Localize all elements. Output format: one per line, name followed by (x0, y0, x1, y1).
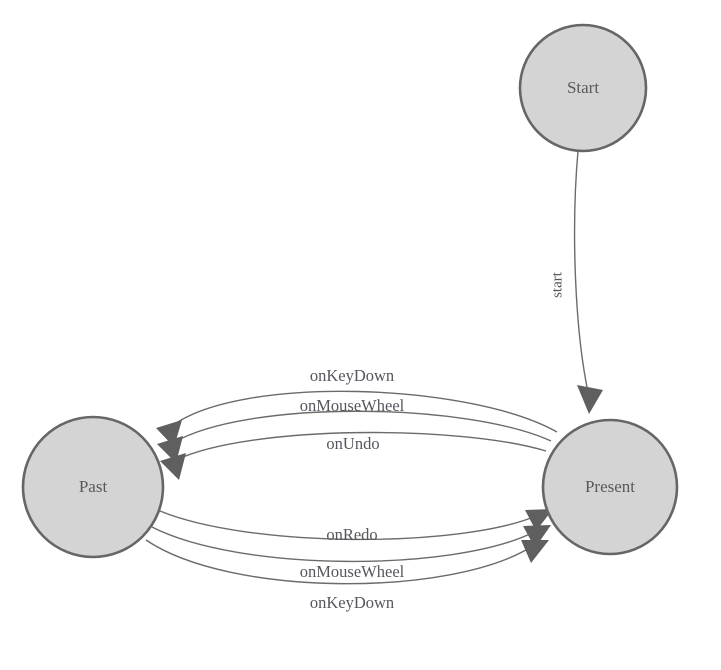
edge-past-present-3-path (145, 539, 532, 585)
node-present-circle[interactable] (541, 418, 679, 556)
edge-past-present-1-arrowhead (525, 509, 553, 531)
edge-past-present-1-path (159, 510, 537, 541)
edge-start-arrowhead (577, 385, 603, 414)
node-past-circle[interactable] (21, 415, 165, 559)
edge-past-present-3-arrowhead (521, 540, 549, 563)
edge-past-present-3-label: onKeyDown (310, 593, 394, 612)
edge-past-present-onmousewheel[interactable]: onMouseWheel (151, 525, 551, 581)
edge-present-past-onundo[interactable]: onUndo (160, 431, 547, 480)
edge-start[interactable]: start (549, 150, 603, 414)
edge-past-present-onredo[interactable]: onRedo (159, 509, 553, 544)
edge-start-label: start (549, 271, 565, 298)
edge-present-past-2-label: onMouseWheel (300, 396, 405, 415)
edge-present-past-3-arrowhead (160, 453, 186, 480)
edge-present-past-3-label: onUndo (326, 434, 379, 453)
edge-past-present-2-label: onMouseWheel (300, 562, 405, 581)
node-past[interactable]: Past (21, 415, 165, 559)
edge-present-past-1-label: onKeyDown (310, 366, 394, 385)
edge-past-present-2-path (151, 526, 535, 563)
edge-start-path (573, 150, 589, 393)
edge-present-past-1-path (171, 390, 558, 433)
edge-past-present-1-label: onRedo (326, 525, 377, 544)
edge-past-present-onkeydown[interactable]: onKeyDown (145, 539, 549, 612)
edge-present-past-2-path (172, 410, 552, 444)
node-present[interactable]: Present (541, 418, 679, 556)
node-start-circle[interactable] (518, 23, 648, 153)
edge-past-present-2-arrowhead (523, 525, 551, 548)
edge-present-past-3-path (175, 431, 547, 461)
node-start[interactable]: Start (518, 23, 648, 153)
